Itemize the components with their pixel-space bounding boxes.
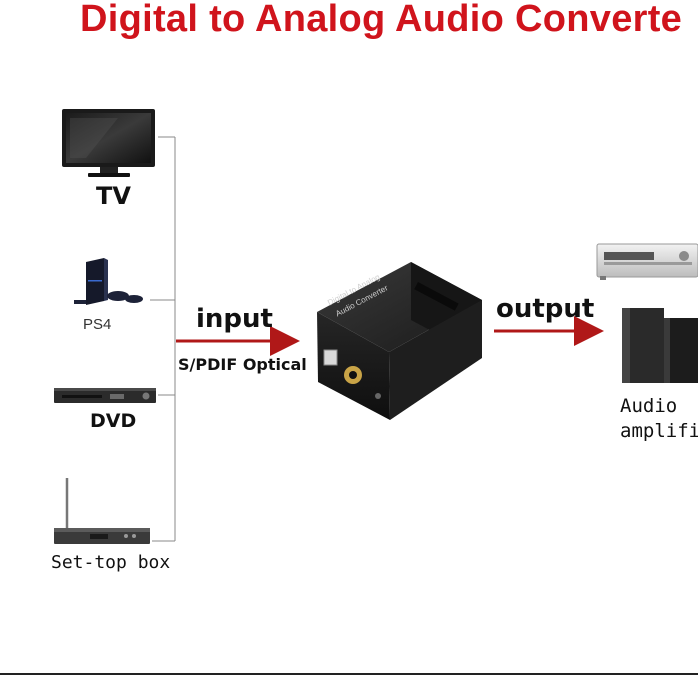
tv-icon bbox=[62, 109, 155, 177]
diagram-title: Digital to Analog Audio Converte bbox=[80, 0, 683, 40]
source-label-ps4: PS4 bbox=[83, 316, 112, 333]
input-label: input bbox=[196, 304, 273, 334]
source-bracket bbox=[150, 136, 176, 542]
dvd-player-icon bbox=[54, 388, 156, 403]
ps4-icon bbox=[74, 258, 143, 305]
output-device-label: Audio amplifi bbox=[620, 395, 698, 442]
source-label-dvd: DVD bbox=[90, 410, 137, 432]
input-type-label: S/PDIF Optical bbox=[178, 355, 307, 374]
source-label-settop: Set-top box bbox=[51, 552, 171, 573]
speaker-icon bbox=[622, 308, 698, 383]
av-receiver-icon bbox=[596, 243, 698, 280]
output-label: output bbox=[496, 294, 595, 324]
converter-box-icon: Digital to Analog Audio Converter bbox=[317, 262, 482, 420]
source-label-tv: TV bbox=[96, 182, 131, 210]
set-top-box-icon bbox=[54, 478, 150, 544]
bottom-divider bbox=[0, 673, 698, 675]
